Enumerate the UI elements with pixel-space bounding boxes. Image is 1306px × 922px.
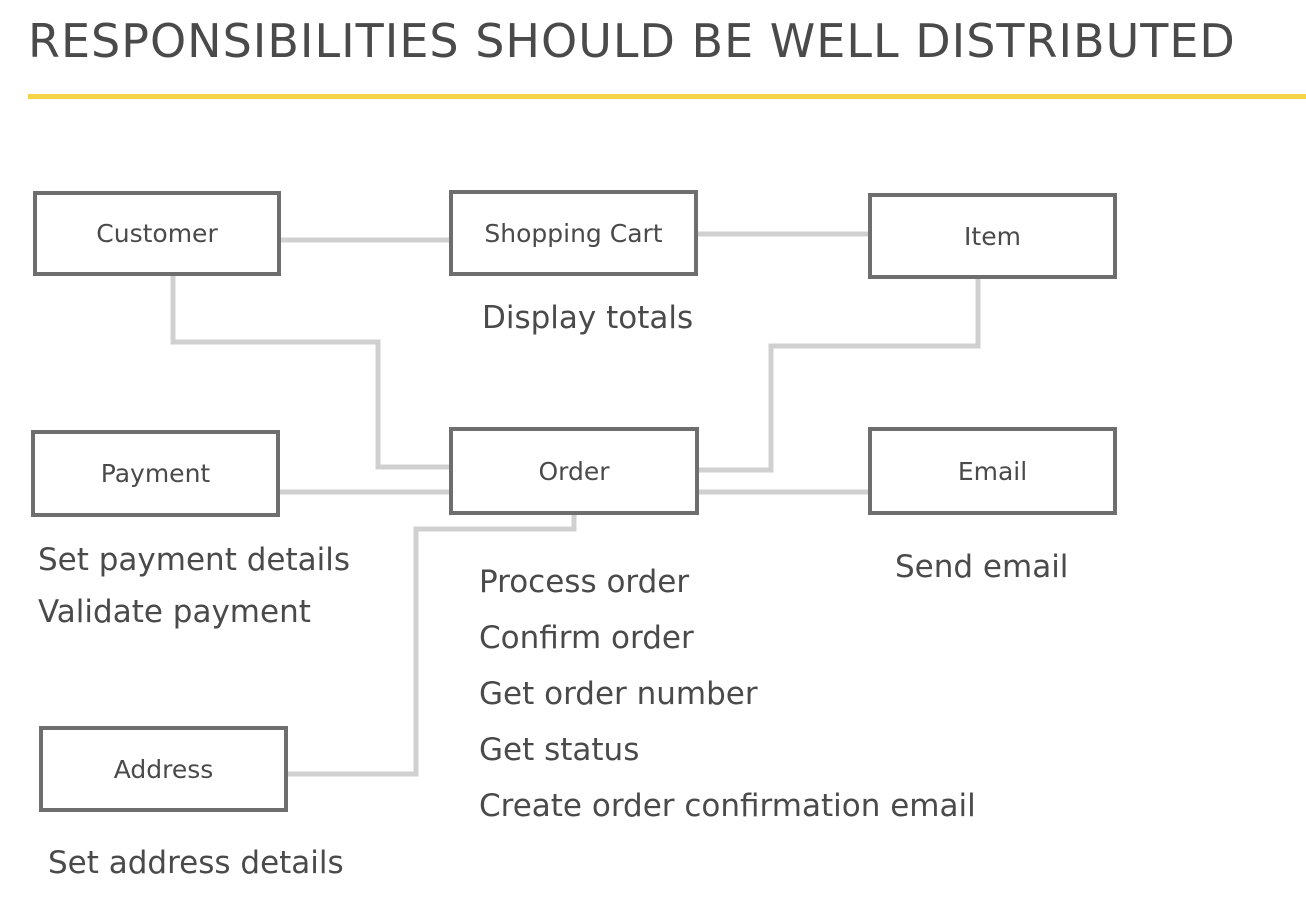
payment-responsibilities: Set payment details Validate payment	[38, 534, 350, 638]
order-class-label: Order	[538, 456, 610, 486]
address-class-label: Address	[113, 754, 214, 784]
responsibility-item: Process order	[479, 564, 690, 600]
address-class-box: Address	[39, 726, 288, 812]
connector-order-address	[286, 513, 577, 777]
payment-class-box: Payment	[31, 430, 280, 517]
responsibility-item: Display totals	[482, 300, 694, 336]
responsibility-item: Get order number	[479, 676, 758, 712]
responsibility-item: Create order confirmation email	[479, 788, 976, 824]
responsibility-item: Validate payment	[38, 594, 311, 630]
shopping-cart-class-label: Shopping Cart	[484, 218, 663, 248]
title-underline	[28, 94, 1306, 99]
item-class-box: Item	[868, 193, 1117, 279]
responsibility-item: Send email	[895, 549, 1069, 585]
order-responsibilities: Process order Confirm order Get order nu…	[479, 554, 976, 834]
responsibility-item: Set payment details	[38, 542, 350, 578]
order-class-box: Order	[449, 427, 699, 515]
connector-item-order	[698, 278, 981, 473]
connector-customer-order	[170, 275, 450, 470]
responsibility-item: Confirm order	[479, 620, 694, 656]
responsibility-item: Set address details	[48, 845, 344, 881]
shopping-cart-responsibilities: Display totals	[482, 296, 693, 340]
address-responsibilities: Set address details	[48, 841, 344, 885]
email-responsibilities: Send email	[895, 545, 1068, 589]
shopping-cart-class-box: Shopping Cart	[449, 190, 698, 276]
email-class-label: Email	[957, 456, 1028, 486]
item-class-label: Item	[964, 221, 1021, 251]
email-class-box: Email	[868, 427, 1117, 515]
customer-class-label: Customer	[96, 219, 218, 248]
responsibility-item: Get status	[479, 732, 640, 768]
customer-class-box: Customer	[33, 191, 281, 276]
payment-class-label: Payment	[100, 459, 211, 488]
page-title: RESPONSIBILITIES SHOULD BE WELL DISTRIBU…	[28, 14, 1236, 68]
